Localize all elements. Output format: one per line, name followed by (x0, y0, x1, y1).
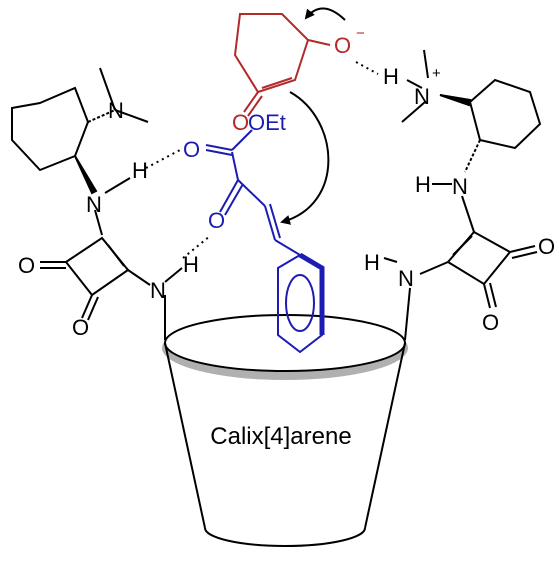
calixarene-cup: Calix[4]arene (162, 314, 408, 547)
left-oxo-1: O (18, 253, 35, 278)
left-catalyst-arm (11, 67, 183, 340)
right-cyclohexane (468, 78, 542, 150)
substrate-oet: OEt (248, 110, 286, 135)
right-h-mid: H (415, 172, 431, 197)
right-h-low: H (364, 250, 380, 275)
left-h-1: H (132, 158, 148, 183)
right-nplus-n: N (414, 84, 430, 109)
left-cyclohexane (11, 86, 90, 172)
left-squaramide-ring (64, 236, 130, 297)
right-nh-n-1: N (452, 174, 468, 199)
substrate-keto-o: O (208, 208, 225, 233)
enolate-anion-o: O (334, 33, 351, 58)
right-nh-n-2: N (398, 266, 414, 291)
enolate-nucleophile (233, 13, 331, 117)
substrate-ester-o: O (183, 137, 200, 162)
hbond-enolate (355, 61, 379, 75)
right-plus-charge: + (432, 65, 441, 82)
cup-bottom (204, 527, 366, 547)
enolate-oxo-o: O (232, 110, 249, 135)
left-nh-n-2: N (150, 278, 166, 303)
left-h-2: H (183, 252, 199, 277)
curved-arrow-michael-attack (280, 91, 330, 225)
curved-arrow-electron-shift (304, 7, 346, 21)
right-h-top: H (383, 64, 399, 89)
right-squaramide-ring (446, 230, 512, 286)
cup-side-right (364, 342, 406, 529)
enolate-ring (233, 13, 310, 94)
left-oxo-2: O (72, 315, 89, 340)
right-catalyst-arm (383, 49, 542, 341)
enolate-minus-charge: − (356, 25, 365, 42)
right-oxo-1: O (538, 234, 555, 259)
cup-label: Calix[4]arene (210, 423, 351, 450)
right-oxo-2: O (482, 310, 499, 335)
cup-rim (164, 314, 406, 372)
left-nme2-n: N (108, 98, 124, 123)
left-nh-n-1: N (86, 192, 102, 217)
cup-side-left (164, 342, 206, 529)
hbond-left-1 (145, 149, 181, 169)
substrate-ketoester (205, 129, 325, 354)
